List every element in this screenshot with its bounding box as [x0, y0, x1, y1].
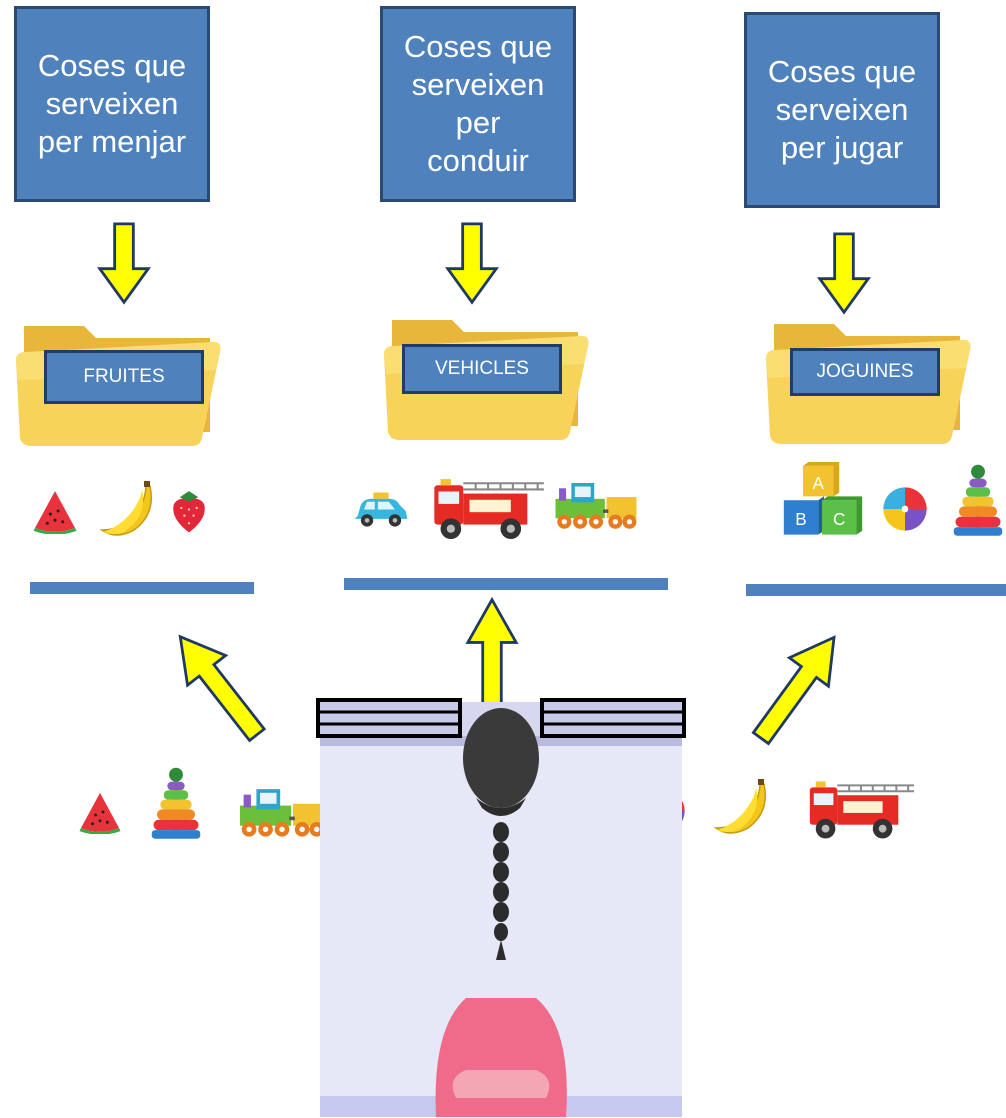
folder-label-vehicles: VEHICLES [402, 344, 562, 394]
folder-label-fruites: FRUITES [44, 350, 204, 404]
arrow-up-icon [156, 617, 280, 754]
strawberry-icon[interactable] [166, 482, 212, 540]
watermelon-icon[interactable] [32, 488, 78, 534]
drop-line-joguines[interactable] [746, 584, 1006, 596]
folder-label-joguines: JOGUINES [790, 348, 940, 396]
fire-truck-icon[interactable] [424, 470, 548, 544]
question-card-menjar: Coses que serveixen per menjar [14, 6, 210, 202]
girl-window-illustration [316, 698, 686, 1117]
folder-vehicles[interactable]: VEHICLES [380, 314, 590, 444]
train-icon[interactable] [236, 780, 328, 844]
girl-illustration [316, 698, 686, 1118]
banana-icon[interactable] [98, 480, 158, 540]
folder-joguines[interactable]: JOGUINES [762, 318, 972, 448]
arrow-down-icon [444, 222, 500, 306]
ring-stacker-icon[interactable] [150, 762, 202, 848]
folder-fruites[interactable]: FRUITES [12, 320, 222, 450]
ring-stacker-icon[interactable] [952, 458, 1004, 546]
car-icon[interactable] [350, 484, 412, 532]
question-card-conduir: Coses que serveixen per conduir [380, 6, 576, 202]
ball-icon[interactable] [880, 484, 930, 534]
abc-blocks-icon[interactable] [780, 462, 866, 548]
watermelon-icon[interactable] [78, 790, 122, 834]
arrow-up-icon [737, 618, 859, 756]
drop-line-vehicles[interactable] [344, 578, 668, 590]
question-card-jugar: Coses que serveixen per jugar [744, 12, 940, 208]
arrow-down-icon [96, 222, 152, 306]
train-icon[interactable] [552, 474, 640, 536]
fire-truck-icon[interactable] [800, 772, 918, 844]
drop-line-fruites[interactable] [30, 582, 254, 594]
banana-icon[interactable] [712, 778, 772, 838]
arrow-down-icon [816, 232, 872, 316]
